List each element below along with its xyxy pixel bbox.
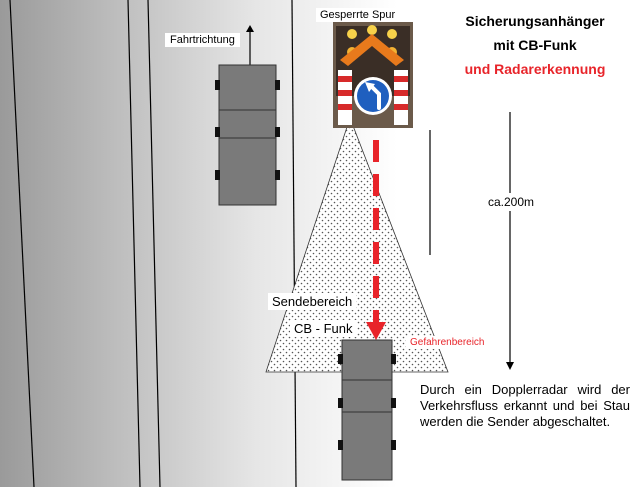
lane-line-left-b — [147, 0, 161, 487]
direction-arrow-icon — [246, 25, 254, 65]
title-line-1: Sicherungsanhänger — [465, 13, 605, 29]
transmit-area-label: Sendebereich — [268, 293, 357, 310]
title-box: Sicherungsanhänger mit CB-Funk und Radar… — [436, 5, 634, 89]
note-text: Durch ein Dopplerradar wird der Verkehrs… — [420, 382, 630, 429]
cb-radio-label: CB - Funk — [290, 320, 357, 337]
lane-lines — [9, 0, 431, 487]
title-line-2: mit CB-Funk — [493, 37, 577, 53]
lane-line-left-a — [127, 0, 141, 487]
vehicle-upper — [215, 64, 280, 206]
direction-label: Fahrtrichtung — [165, 33, 240, 47]
radar-line — [366, 140, 386, 340]
lane-line-center — [291, 0, 297, 487]
vehicle-lower — [338, 339, 396, 481]
lane-line-outer-left — [9, 0, 35, 487]
danger-area-label: Gefahrenbereich — [406, 336, 489, 349]
distance-label: ca.200m — [482, 193, 541, 211]
title-line-3: und Radarerkennung — [464, 61, 606, 77]
lane-closed-label: Gesperrte Spur — [316, 8, 400, 22]
keep-left-sign-icon — [354, 77, 392, 115]
distance-marker — [506, 112, 514, 370]
warning-trailer — [333, 22, 413, 128]
